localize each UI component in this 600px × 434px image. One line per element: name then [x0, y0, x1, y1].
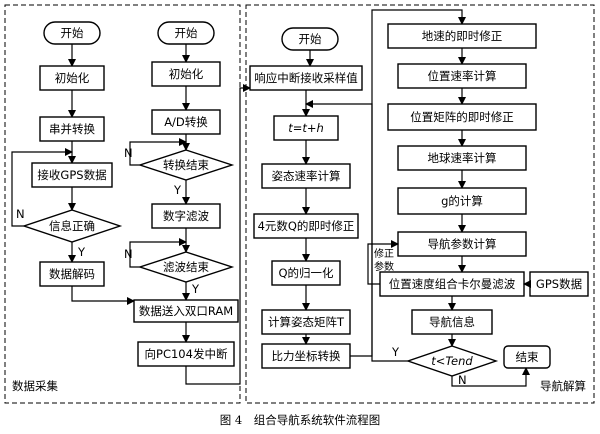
filter-label: 数字滤波	[163, 209, 209, 223]
filter-done-no: N	[124, 247, 133, 261]
start1-label: 开始	[61, 26, 84, 40]
serial-node	[39, 116, 105, 142]
vel-update-node	[387, 23, 537, 49]
interrupt-node	[137, 341, 235, 367]
t-check-label: t<Tend	[431, 354, 473, 368]
pos-matrix-label: 位置矩阵的即时修正	[410, 110, 514, 124]
g-calc-label: g的计算	[441, 194, 483, 208]
end-node	[503, 345, 551, 369]
gps-data-label: GPS数据	[536, 277, 583, 291]
info-ok-label: 信息正确	[49, 219, 95, 233]
start3-label: 开始	[299, 32, 322, 46]
init2-label: 初始化	[169, 67, 204, 81]
gps-data-node	[529, 271, 589, 297]
conv-done-label: 转换结束	[163, 158, 209, 172]
start2-label: 开始	[175, 26, 198, 40]
force-label: 比力坐标转换	[272, 349, 341, 363]
force-node	[261, 343, 351, 369]
t-check-yes: Y	[391, 345, 400, 359]
filter-done-yes: Y	[191, 282, 200, 296]
nav-param-node	[397, 231, 527, 257]
nav-solution-label: 导航解算	[540, 379, 586, 393]
nav-solution-region	[245, 4, 595, 404]
vel-update-label: 地速的即时修正	[422, 29, 503, 43]
time-update-node	[273, 115, 339, 141]
att-matrix-label: 计算姿态矩阵T	[268, 315, 345, 329]
init1-label: 初始化	[55, 71, 90, 85]
correct-label-1: 修正	[374, 247, 394, 260]
nav-param-label: 导航参数计算	[428, 237, 497, 251]
conv-done-no: N	[124, 146, 133, 160]
time-update-label: t=t+h	[288, 121, 324, 135]
isr-label: 响应中断接收采样值	[254, 71, 358, 85]
figure-caption: 图 4 组合导航系统软件流程图	[220, 413, 380, 427]
ad-label: A/D转换	[164, 115, 208, 129]
info-ok-no: N	[16, 207, 25, 221]
g-calc-node	[397, 187, 527, 215]
dpram-label: 数据送入双口RAM	[139, 304, 233, 318]
quat-label: 4元数Q的即时修正	[258, 219, 355, 233]
pos-rate-label: 位置速率计算	[428, 69, 497, 83]
att-rate-label: 姿态速率计算	[272, 169, 341, 183]
interrupt-label: 向PC104发中断	[145, 347, 228, 361]
quat-node	[253, 213, 359, 239]
isr-node	[249, 65, 363, 91]
qnorm-label: Q的归一化	[278, 266, 334, 280]
correct-label-2: 参数	[374, 260, 394, 273]
earth-rate-label: 地球速率计算	[428, 151, 497, 165]
t-check-no: N	[458, 373, 467, 387]
att-matrix-node	[261, 309, 351, 335]
info-ok-yes: Y	[77, 245, 86, 259]
gps-recv-label: 接收GPS数据	[37, 168, 107, 182]
serial-label: 串并转换	[49, 122, 95, 136]
nav-info-label: 导航信息	[429, 315, 475, 329]
ad-node	[151, 109, 221, 135]
decode-label: 数据解码	[49, 267, 95, 281]
kalman-label: 位置速度组合卡尔曼滤波	[389, 277, 516, 291]
data-collection-label: 数据采集	[12, 379, 58, 393]
gps-recv-node	[31, 162, 113, 188]
filter-done-label: 滤波结束	[163, 260, 209, 274]
conv-done-yes: Y	[173, 183, 182, 197]
end-label: 结束	[516, 350, 539, 364]
pos-matrix-node	[387, 103, 537, 131]
